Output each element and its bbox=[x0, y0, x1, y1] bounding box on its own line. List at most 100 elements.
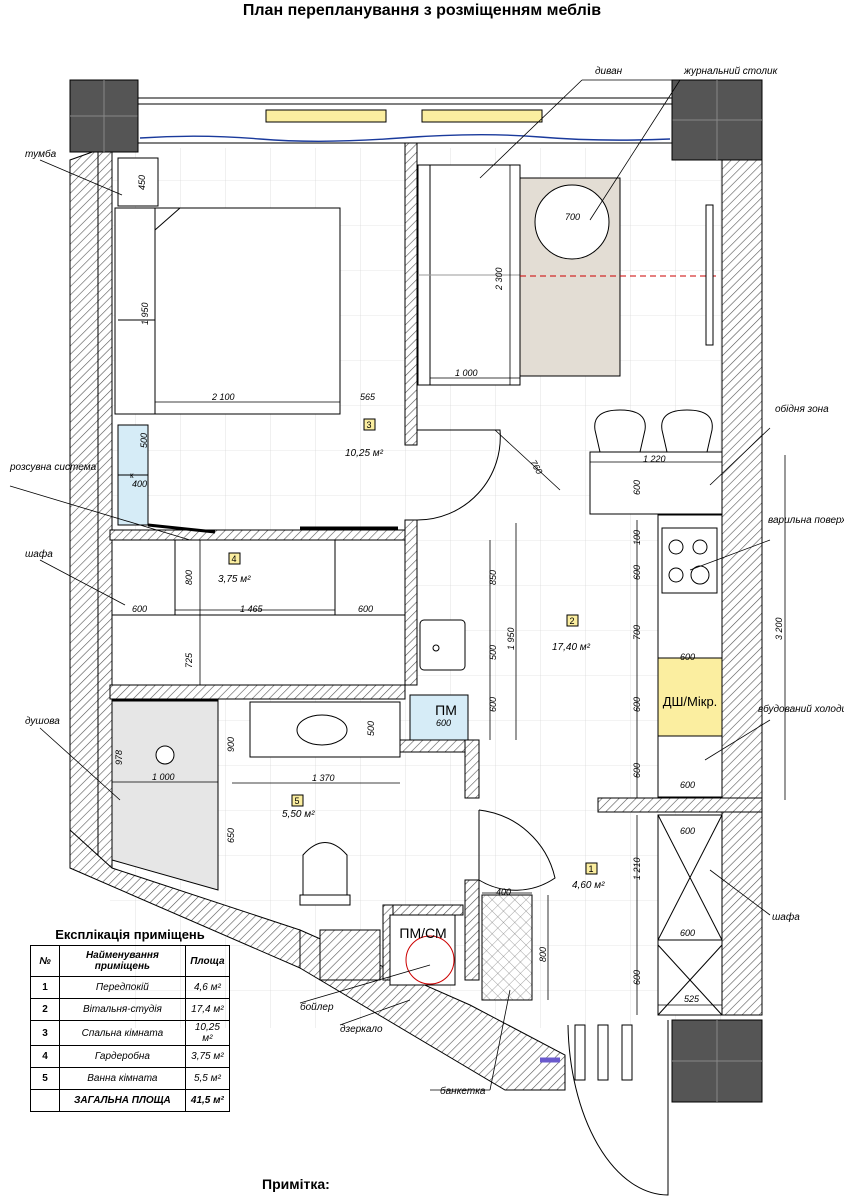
table-row: 4 Гардеробна 3,75 м² bbox=[30, 1045, 231, 1068]
callout-dining: обідня зона bbox=[775, 403, 829, 415]
coffee-table bbox=[534, 184, 610, 260]
radiator-left bbox=[265, 109, 387, 123]
window-strip bbox=[137, 97, 673, 144]
callout-coffee-table: журнальний столик bbox=[683, 66, 779, 77]
radiator-right bbox=[421, 109, 543, 123]
dim-label: 600 bbox=[632, 565, 642, 580]
dim-label: 1 950 bbox=[140, 302, 150, 325]
row-name: Передпокій bbox=[59, 976, 186, 999]
dim-label: 1 210 bbox=[632, 857, 642, 880]
dim-label: 600 bbox=[680, 826, 695, 836]
columns bbox=[69, 79, 763, 1103]
entry-door-swing bbox=[567, 1020, 669, 1196]
note-label: Примітка: bbox=[262, 1176, 330, 1192]
dim-label: 1 000 bbox=[152, 772, 175, 782]
dim-label: 100 bbox=[632, 530, 642, 545]
table-row: 2 Вітальня-студія 17,4 м² bbox=[30, 998, 231, 1021]
header-number: № bbox=[30, 945, 60, 977]
row-number: 4 bbox=[30, 1045, 60, 1068]
room-1-number: 1 bbox=[588, 864, 593, 874]
dishwasher-label: ДШ/Мікр. bbox=[663, 694, 718, 709]
dim-label: 400 bbox=[496, 887, 511, 897]
walk-in-wardrobe bbox=[111, 539, 406, 686]
callout-shower: душова bbox=[25, 716, 60, 727]
k-label: к bbox=[130, 471, 134, 480]
dim-label: 600 bbox=[488, 697, 498, 712]
plan-title: План перепланування з розміщенням меблів bbox=[242, 2, 602, 19]
living-room bbox=[409, 164, 723, 798]
total-number-cell bbox=[30, 1089, 60, 1112]
pm-label: ПМ bbox=[435, 702, 457, 718]
room-4-number: 4 bbox=[231, 554, 236, 564]
header-name: Найменування приміщень bbox=[59, 945, 186, 977]
dim-label: 1 220 bbox=[643, 454, 666, 464]
row-name: Спальна кімната bbox=[59, 1020, 186, 1046]
dim-label: 600 bbox=[632, 970, 642, 985]
row-area: 5,5 м² bbox=[184, 1067, 231, 1090]
shower-tray bbox=[111, 699, 219, 891]
dim-label: 525 bbox=[684, 994, 700, 1004]
dim-label: 600 bbox=[680, 928, 695, 938]
dim-label: 2 100 bbox=[211, 392, 235, 402]
callout-wardrobe-left: шафа bbox=[25, 548, 53, 560]
dimension-lines bbox=[112, 165, 786, 1015]
room-2-number: 2 bbox=[569, 616, 574, 626]
table-title: Експлікація приміщень bbox=[55, 927, 205, 942]
kitchen-sink bbox=[419, 619, 466, 671]
room-3-number: 3 bbox=[366, 420, 371, 430]
dim-label: 450 bbox=[137, 175, 147, 190]
room-5-number: 5 bbox=[294, 796, 299, 806]
dim-label: 600 bbox=[132, 604, 147, 614]
hall-wardrobe bbox=[657, 814, 723, 1016]
dim-label: 600 bbox=[632, 697, 642, 712]
dim-label: 800 bbox=[184, 570, 194, 585]
hallway bbox=[481, 814, 723, 1081]
chair-1 bbox=[594, 409, 646, 453]
row-area: 10,25 м² bbox=[184, 1020, 231, 1046]
dim-label: 500 bbox=[366, 721, 376, 736]
dim-label: 600 bbox=[632, 763, 642, 778]
row-area: 17,4 м² bbox=[184, 998, 231, 1021]
table-total-row: ЗАГАЛЬНА ПЛОЩА 41,5 м² bbox=[30, 1089, 231, 1112]
total-area: 41,5 м² bbox=[184, 1089, 231, 1112]
bathroom-door-swing bbox=[478, 809, 556, 891]
boiler bbox=[405, 935, 455, 985]
dim-label: 600 bbox=[680, 780, 695, 790]
callout-sliding: розсувна система bbox=[9, 462, 97, 473]
room-tags bbox=[228, 418, 598, 875]
dim-label: 2 300 bbox=[494, 267, 504, 291]
dim-label: 600 bbox=[680, 652, 695, 662]
callout-boiler: бойлер bbox=[300, 1001, 334, 1013]
room-5-area: 5,50 м² bbox=[282, 809, 315, 820]
dishwasher bbox=[657, 657, 723, 737]
callout-fridge: вбудований холодильник bbox=[758, 703, 844, 715]
bedroom-door-swing bbox=[416, 429, 501, 521]
bed-mattress bbox=[154, 207, 341, 415]
dim-label: 700 bbox=[632, 625, 642, 640]
toilet bbox=[302, 842, 348, 896]
total-label: ЗАГАЛЬНА ПЛОЩА bbox=[59, 1089, 186, 1112]
table-header-row: № Найменування приміщень Площа bbox=[30, 945, 231, 977]
dim-label: 400 bbox=[132, 479, 147, 489]
outer-walls bbox=[69, 99, 763, 1091]
callout-bench: банкетка bbox=[440, 1085, 486, 1097]
pmsm-label: ПМ/СМ bbox=[399, 925, 446, 941]
dim-label: 500 bbox=[139, 433, 149, 448]
row-number: 5 bbox=[30, 1067, 60, 1090]
bedroom bbox=[114, 157, 341, 526]
toilet-tank bbox=[299, 894, 351, 906]
chair-2 bbox=[661, 409, 713, 453]
dim-label: 850 bbox=[488, 570, 498, 585]
dim-label: 700 bbox=[565, 212, 580, 222]
bathroom bbox=[111, 698, 456, 986]
room-3-area: 10,25 м² bbox=[345, 448, 384, 459]
bench bbox=[481, 894, 533, 1001]
cooktop bbox=[661, 527, 718, 594]
callout-nightstand: тумба bbox=[25, 148, 57, 160]
dim-label: 600 bbox=[358, 604, 373, 614]
dim-label: 600 bbox=[436, 718, 451, 728]
row-number: 2 bbox=[30, 998, 60, 1021]
room-4-area: 3,75 м² bbox=[218, 574, 251, 585]
row-number: 3 bbox=[30, 1020, 60, 1046]
